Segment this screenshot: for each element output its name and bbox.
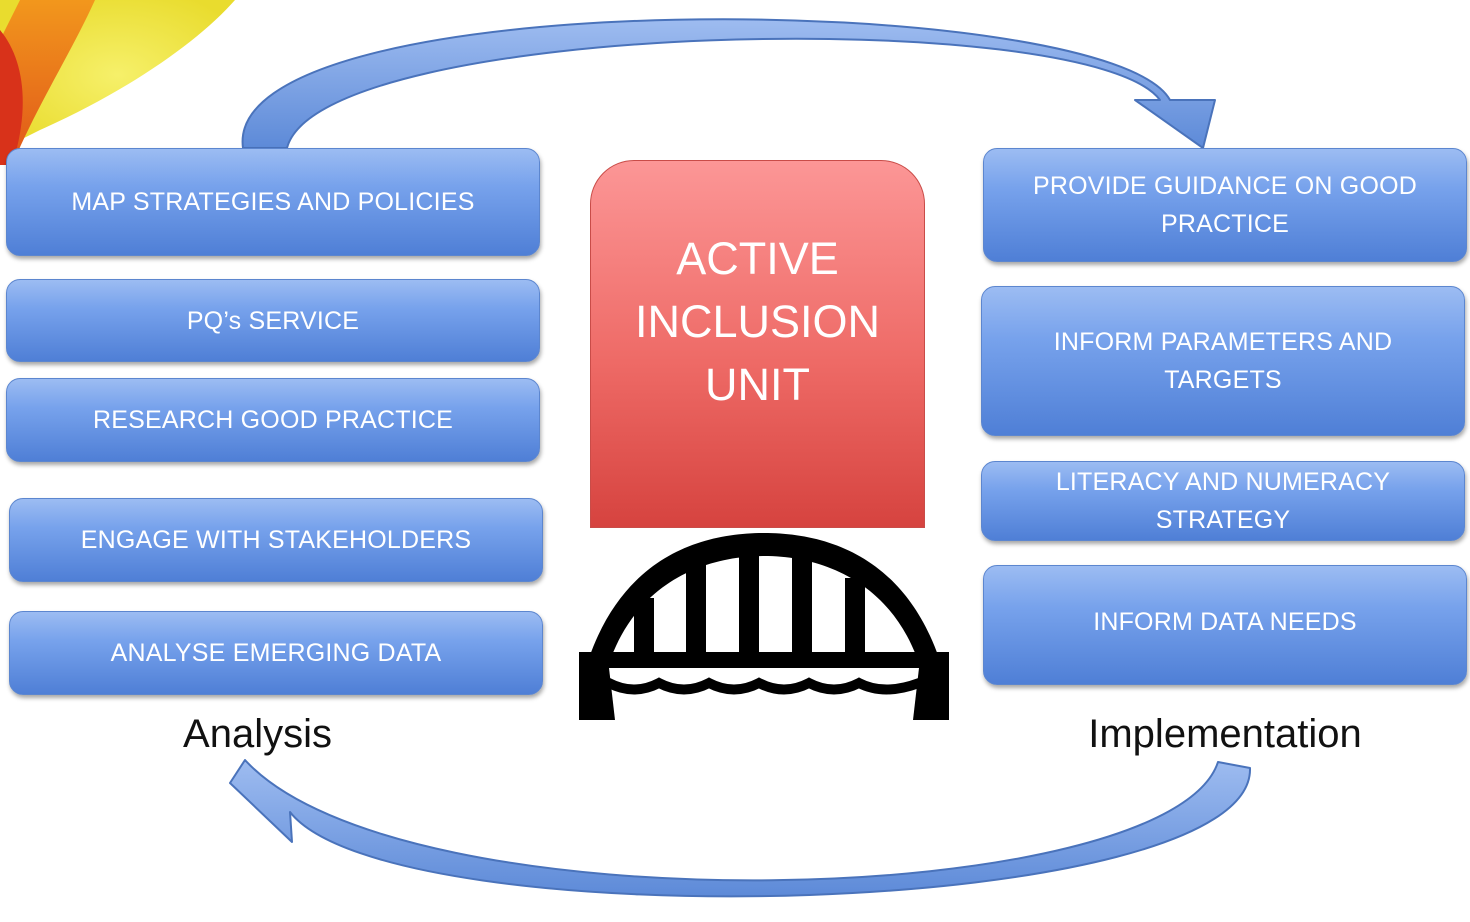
- analysis-caption: Analysis: [183, 712, 332, 756]
- impl-item-inform-data-needs: INFORM DATA NEEDS: [983, 565, 1467, 685]
- bottom-cycle-arrow: [229, 759, 1252, 898]
- bridge-icon: [579, 533, 949, 720]
- impl-item-inform-parameters: INFORM PARAMETERS AND TARGETS: [981, 286, 1465, 436]
- analysis-item-engage-stakeholders: ENGAGE WITH STAKEHOLDERS: [9, 498, 543, 582]
- active-inclusion-unit: ACTIVE INCLUSION UNIT: [590, 160, 925, 528]
- analysis-item-pqs-service: PQ’s SERVICE: [6, 279, 540, 362]
- center-line-1: ACTIVE: [676, 232, 839, 284]
- analysis-item-analyse-emerging-data: ANALYSE EMERGING DATA: [9, 611, 543, 695]
- analysis-item-research-good-practice: RESEARCH GOOD PRACTICE: [6, 378, 540, 462]
- impl-item-provide-guidance: PROVIDE GUIDANCE ON GOOD PRACTICE: [983, 148, 1467, 262]
- center-line-3: UNIT: [704, 358, 810, 410]
- implementation-caption: Implementation: [1088, 712, 1362, 756]
- center-line-2: INCLUSION: [634, 295, 881, 347]
- impl-item-literacy-numeracy: LITERACY AND NUMERACY STRATEGY: [981, 461, 1465, 541]
- top-cycle-arrow: [241, 18, 1216, 149]
- analysis-item-map-strategies: MAP STRATEGIES AND POLICIES: [6, 148, 540, 256]
